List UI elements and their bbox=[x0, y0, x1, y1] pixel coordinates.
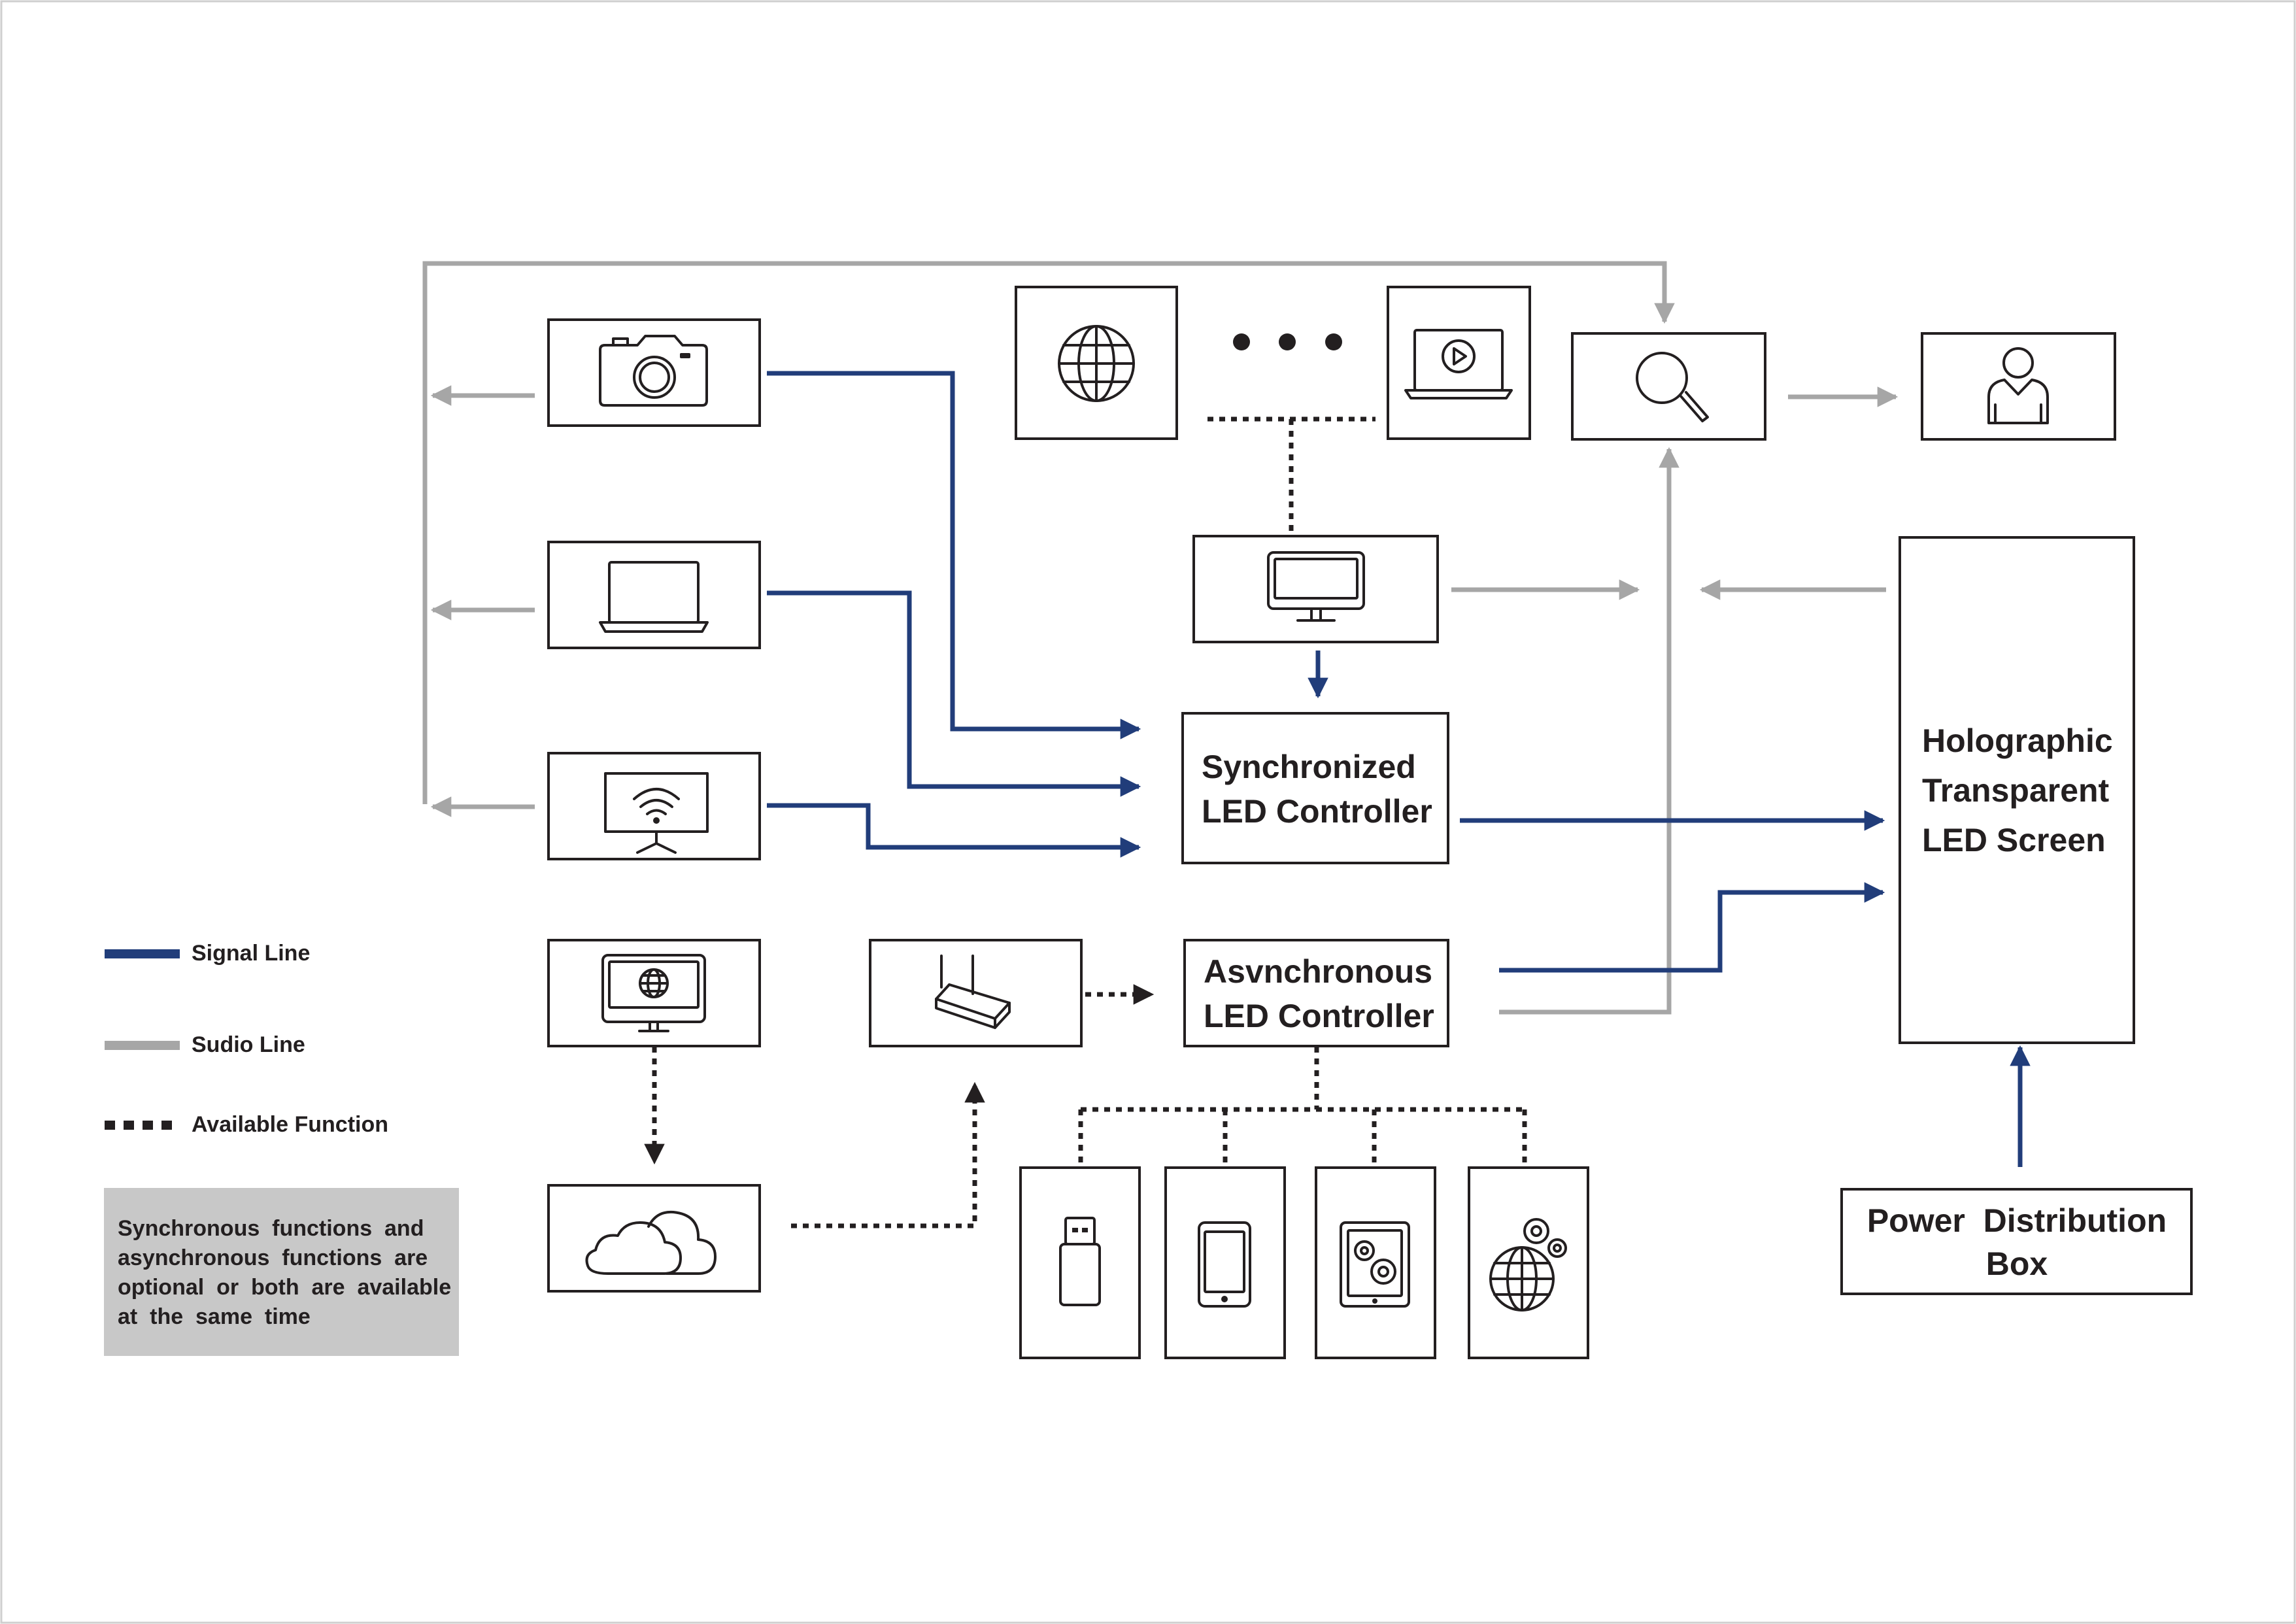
audio-line-async-up bbox=[1499, 447, 1680, 1015]
video-laptop-source bbox=[1387, 286, 1531, 440]
power-box-line2: Box bbox=[1986, 1245, 2048, 1282]
globe-settings-icon bbox=[1489, 1218, 1567, 1311]
camera-icon bbox=[599, 335, 708, 407]
globe-source bbox=[1015, 286, 1178, 440]
holographic-screen-box bbox=[1899, 536, 2135, 1044]
video-laptop-box bbox=[1387, 286, 1531, 440]
available-function-lines bbox=[644, 416, 1527, 1228]
laptop-icon bbox=[599, 561, 709, 633]
asynchronous-controller: Asvnchronous LED Controller bbox=[1183, 939, 1449, 1047]
web-monitor-source bbox=[547, 939, 761, 1047]
wifi-tv-box bbox=[547, 752, 761, 860]
legend-available-label: Available Function bbox=[192, 1112, 388, 1137]
asynchronous-controller-line1: Asvnchronous bbox=[1204, 953, 1432, 990]
holographic-screen: Holographic Transparent LED Screen bbox=[1899, 536, 2135, 1044]
usb-drive-icon bbox=[1059, 1217, 1101, 1306]
synchronized-controller: Synchronized LED Controller bbox=[1181, 712, 1449, 864]
usb-device bbox=[1019, 1166, 1141, 1359]
search-box bbox=[1571, 332, 1766, 441]
tablet-settings-device bbox=[1315, 1166, 1436, 1359]
signal-line-laptop bbox=[767, 590, 1141, 797]
asynchronous-controller-line2: LED Controller bbox=[1204, 998, 1434, 1034]
audio-line-loop bbox=[422, 261, 1675, 804]
web-monitor-icon bbox=[601, 954, 706, 1032]
note-line-4: at the same time bbox=[118, 1304, 311, 1329]
search-icon bbox=[1636, 352, 1709, 422]
holographic-screen-line3: LED Screen bbox=[1922, 822, 2106, 858]
person-node bbox=[1921, 332, 2116, 441]
audio-lines bbox=[422, 261, 1899, 1015]
web-monitor-box bbox=[547, 939, 761, 1047]
signal-line-wifi-tv bbox=[767, 803, 1141, 858]
cloud-source bbox=[547, 1184, 761, 1293]
asynchronous-controller-box bbox=[1183, 939, 1449, 1047]
legend: Signal Line Sudio Line Available Functio… bbox=[105, 941, 388, 1137]
router-icon bbox=[935, 955, 1011, 1029]
phone-box bbox=[1164, 1166, 1286, 1359]
monitor-icon bbox=[1267, 551, 1365, 622]
wifi-tv-icon bbox=[604, 772, 709, 854]
usb-box bbox=[1019, 1166, 1141, 1359]
person-icon bbox=[1987, 347, 2049, 424]
power-distribution-box: Power Distribution Box bbox=[1840, 1188, 2193, 1295]
synchronized-controller-line1: Synchronized bbox=[1202, 749, 1416, 785]
legend-signal-label: Signal Line bbox=[192, 941, 310, 966]
synchronized-controller-box bbox=[1181, 712, 1449, 864]
laptop-box bbox=[547, 541, 761, 649]
synchronized-controller-line2: LED Controller bbox=[1202, 793, 1432, 830]
phone-device bbox=[1164, 1166, 1286, 1359]
router-node bbox=[869, 939, 1083, 1047]
note-line-3: optional or both are available bbox=[118, 1275, 451, 1300]
power-box bbox=[1840, 1188, 2193, 1295]
note-line-1: Synchronous functions and bbox=[118, 1216, 424, 1241]
legend-audio-label: Sudio Line bbox=[192, 1032, 305, 1057]
holographic-screen-line1: Holographic bbox=[1922, 722, 2113, 759]
video-laptop-icon bbox=[1404, 329, 1513, 399]
note-background bbox=[104, 1188, 459, 1356]
laptop-source bbox=[547, 541, 761, 649]
wifi-tv-source bbox=[547, 752, 761, 860]
tablet-settings-icon bbox=[1340, 1221, 1410, 1308]
note-box: Synchronous functions and asynchronous f… bbox=[104, 1188, 459, 1356]
signal-line-async-to-screen bbox=[1499, 882, 1885, 973]
signal-line-camera bbox=[767, 371, 1141, 739]
dotted-line-cloud-to-router bbox=[791, 1081, 985, 1228]
globe-icon bbox=[1058, 325, 1135, 402]
globe-settings-device bbox=[1468, 1166, 1589, 1359]
camera-source bbox=[547, 318, 761, 427]
signal-lines bbox=[767, 371, 2031, 1167]
dotted-line-async-to-devices bbox=[1078, 1047, 1527, 1168]
power-box-line1: Power Distribution bbox=[1867, 1202, 2167, 1239]
phone-icon bbox=[1198, 1221, 1251, 1308]
ellipsis-icon bbox=[1233, 333, 1342, 350]
note-line-2: asynchronous functions are bbox=[118, 1245, 428, 1270]
search-node bbox=[1571, 332, 1766, 441]
cloud-icon bbox=[585, 1210, 717, 1275]
monitor-node bbox=[1192, 535, 1439, 643]
cloud-box bbox=[547, 1184, 761, 1293]
holographic-screen-line2: Transparent bbox=[1922, 772, 2110, 809]
